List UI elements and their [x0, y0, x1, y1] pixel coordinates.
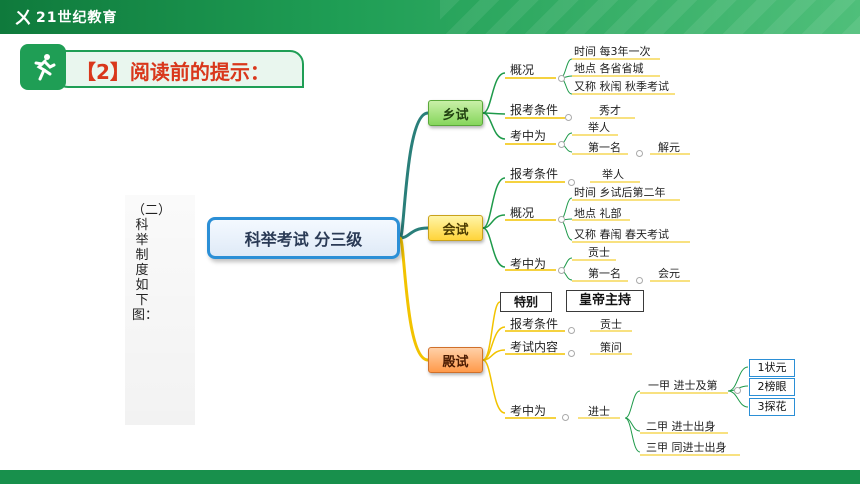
runner-logo-icon: ㄨ	[14, 8, 32, 29]
collapse-circle-icon[interactable]	[562, 414, 569, 421]
dianshi-tanhua: 3探花	[749, 398, 795, 416]
root-node[interactable]: 科举考试 分三级	[207, 217, 400, 259]
node-dianshi[interactable]: 殿试	[428, 347, 483, 373]
dianshi-gongshi: 贡士	[600, 318, 622, 331]
huishi-juren: 举人	[602, 168, 624, 181]
huishi-diyiming: 第一名	[588, 267, 621, 280]
huishi-shijian: 时间 乡试后第二年	[574, 186, 666, 199]
huishi-gaikuang: 概况	[510, 206, 535, 220]
dianshi-bangyan: 2榜眼	[749, 378, 795, 396]
site-logo[interactable]: ㄨ 21世纪教育	[14, 5, 117, 29]
collapse-circle-icon[interactable]	[558, 267, 565, 274]
xiangshi-youcheng: 又称 秋闱 秋季考试	[574, 80, 669, 93]
collapse-circle-icon[interactable]	[636, 277, 643, 284]
runner-badge-icon	[20, 44, 66, 90]
xiangshi-shijian: 时间 每3年一次	[574, 45, 651, 58]
dianshi-cewen: 策问	[600, 341, 622, 354]
collapse-circle-icon[interactable]	[568, 350, 575, 357]
xiangshi-xiucai: 秀才	[599, 104, 621, 117]
dianshi-tebie: 特别	[500, 292, 552, 312]
collapse-circle-icon[interactable]	[734, 387, 741, 394]
dianshi-yijia: 一甲 进士及第	[648, 379, 718, 392]
xiangshi-jieyuan: 解元	[658, 141, 680, 154]
collapse-circle-icon[interactable]	[568, 327, 575, 334]
side-caption: （二）科举制度如下图：	[132, 203, 172, 323]
section-heading: 【2】阅读前的提示：	[20, 42, 304, 92]
dianshi-neirong: 考试内容	[510, 340, 559, 354]
huishi-youcheng: 又称 春闱 春天考试	[574, 228, 669, 241]
collapse-circle-icon[interactable]	[568, 179, 575, 186]
collapse-circle-icon[interactable]	[558, 75, 565, 82]
huishi-didian: 地点 礼部	[574, 207, 622, 220]
xiangshi-juren: 举人	[588, 121, 610, 134]
huishi-huiyuan: 会元	[658, 267, 680, 280]
xiangshi-baokao: 报考条件	[510, 103, 559, 117]
heading-title: 【2】阅读前的提示：	[76, 60, 270, 84]
collapse-circle-icon[interactable]	[636, 150, 643, 157]
node-xiangshi[interactable]: 乡试	[428, 100, 483, 126]
dianshi-zhuangyuan: 1状元	[749, 359, 795, 377]
xiangshi-gaikuang: 概况	[510, 63, 535, 77]
runner-icon	[34, 54, 56, 81]
dianshi-zhuchi: 皇帝主持	[566, 290, 644, 312]
xiangshi-diyiming: 第一名	[588, 141, 621, 154]
dianshi-erjia: 二甲 进士出身	[646, 420, 716, 433]
logo-text: 21世纪教育	[36, 10, 118, 26]
dianshi-baokao: 报考条件	[510, 317, 559, 331]
collapse-circle-icon[interactable]	[558, 141, 565, 148]
huishi-baokao: 报考条件	[510, 167, 559, 181]
xiangshi-kaozhong: 考中为	[510, 129, 547, 143]
node-huishi[interactable]: 会试	[428, 215, 483, 241]
huishi-gongshi: 贡士	[588, 246, 610, 259]
banner-stripes	[440, 0, 860, 34]
top-banner: ㄨ 21世纪教育	[0, 0, 860, 34]
collapse-circle-icon[interactable]	[565, 114, 572, 121]
dianshi-kaozhong: 考中为	[510, 404, 547, 418]
dianshi-jinshi: 进士	[588, 405, 610, 418]
xiangshi-didian: 地点 各省省城	[574, 62, 644, 75]
collapse-circle-icon[interactable]	[558, 216, 565, 223]
dianshi-sanjia: 三甲 同进士出身	[646, 441, 727, 454]
huishi-kaozhong: 考中为	[510, 257, 547, 271]
bottom-banner	[0, 470, 860, 484]
